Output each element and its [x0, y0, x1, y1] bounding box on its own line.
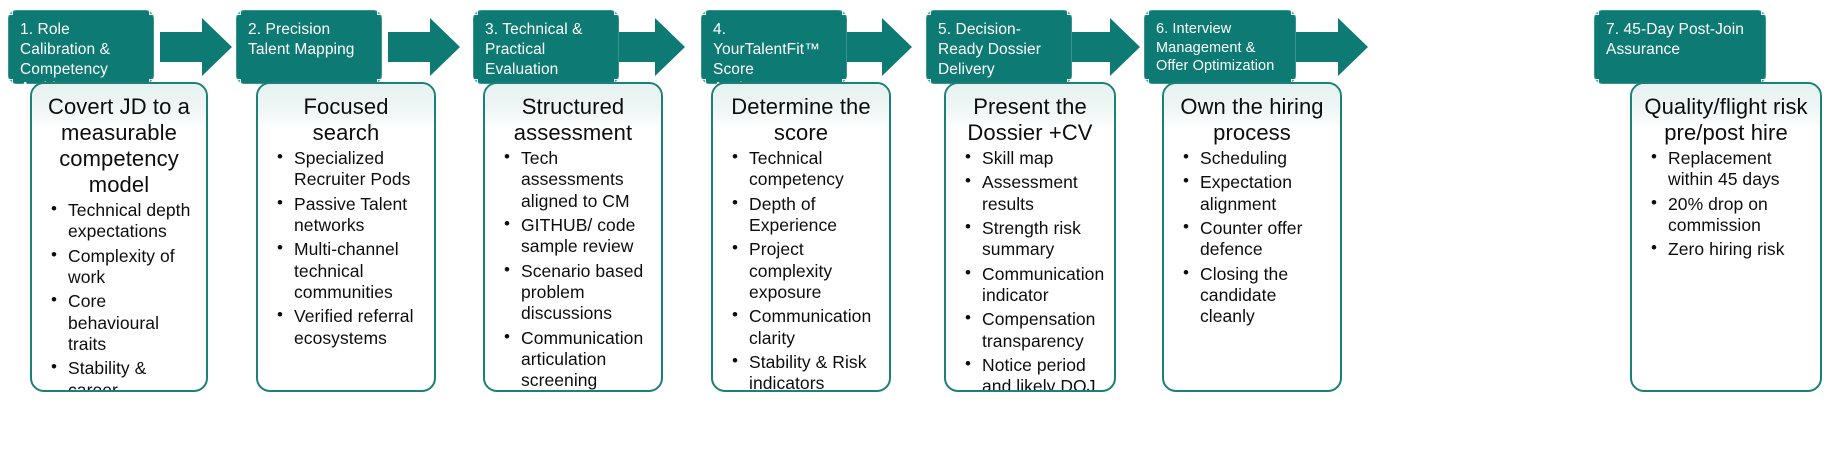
handle-bottom-left	[234, 79, 241, 86]
handle-top-right	[149, 8, 156, 15]
step-1-card[interactable]: Covert JD to a measurable competency mod…	[30, 82, 208, 392]
list-item: Skill map	[965, 147, 1102, 169]
step-1-header[interactable]: 1. Role Calibration & Competency Archite…	[6, 8, 156, 97]
step-4-card[interactable]: Determine the score Technical competency…	[711, 82, 891, 392]
list-item: Technical competency	[732, 147, 877, 191]
step-2-header-label: 2. Precision Talent Mapping	[248, 21, 355, 58]
handle-top-right	[1761, 8, 1768, 15]
step-6-header-label: 6. Interview Management & Offer Optimiza…	[1156, 21, 1275, 75]
handle-bottom-left	[699, 79, 706, 86]
list-item: Passive Talent networks	[277, 193, 422, 237]
list-item: Expectation alignment	[1183, 171, 1328, 215]
step-4-header[interactable]: 4. YourTalentFit™ Score Assignment	[699, 8, 849, 97]
list-item: Zero hiring risk	[1651, 238, 1808, 260]
handle-bottom-left	[1592, 79, 1599, 86]
process-step-5: 5. Decision-Ready Dossier Delivery Prese…	[908, 0, 1138, 460]
list-item: Core behavioural traits	[51, 290, 194, 355]
handle-top-left	[6, 8, 13, 15]
list-item: 20% drop on commission	[1651, 193, 1808, 237]
arrow-5-to-6	[1068, 18, 1140, 76]
step-5-header-label: 5. Decision-Ready Dossier Delivery	[938, 21, 1041, 78]
step-2-heading: Focused search	[303, 94, 389, 145]
list-item: Strength risk summary	[965, 217, 1102, 261]
step-6-header[interactable]: 6. Interview Management & Offer Optimiza…	[1142, 8, 1298, 86]
handle-top-right	[842, 8, 849, 15]
handle-top-right	[614, 8, 621, 15]
list-item: Notice period and likely DOJ	[965, 354, 1102, 390]
process-step-7: 7. 45-Day Post-Join Assurance Quality/fl…	[1560, 0, 1827, 460]
step-7-header[interactable]: 7. 45-Day Post-Join Assurance	[1592, 8, 1768, 86]
handle-top-left	[234, 8, 241, 15]
list-item: Communication articulation screening	[504, 327, 649, 390]
handle-top-right	[377, 8, 384, 15]
list-item: Project complexity exposure	[732, 238, 877, 303]
list-item: Technical depth expectations	[51, 199, 194, 243]
handle-top-left	[471, 8, 478, 15]
handle-bottom-left	[6, 79, 13, 86]
step-2-card[interactable]: Focused search Specialized Recruiter Pod…	[256, 82, 436, 392]
handle-bottom-left	[924, 79, 931, 86]
step-7-bullet-list: Replacement within 45 days 20% drop on c…	[1642, 147, 1810, 261]
list-item: Compensation transparency	[965, 308, 1102, 352]
process-step-3: 3. Technical & Practical Evaluation Stru…	[455, 0, 685, 460]
step-2-bullet-list: Specialized Recruiter Pods Passive Talen…	[268, 147, 424, 349]
step-3-header-label: 3. Technical & Practical Evaluation	[485, 21, 583, 78]
step-1-bullet-list: Technical depth expectations Complexity …	[42, 199, 196, 390]
arrow-4-to-5	[840, 18, 912, 76]
list-item: Scenario based problem discussions	[504, 260, 649, 325]
handle-top-left	[699, 8, 706, 15]
step-1-heading: Covert JD to a measurable competency mod…	[47, 94, 190, 197]
step-6-heading: Own the hiring process	[1180, 94, 1324, 145]
step-3-card[interactable]: Structured assessment Tech assessments a…	[483, 82, 663, 392]
list-item: Communication clarity	[732, 305, 877, 349]
handle-bottom-left	[1142, 79, 1149, 86]
list-item: Scheduling	[1183, 147, 1328, 169]
step-7-heading: Quality/flight risk pre/post hire	[1644, 94, 1808, 145]
list-item: Stability & Risk indicators	[732, 351, 877, 390]
arrow-3-to-4	[613, 18, 685, 76]
list-item: Specialized Recruiter Pods	[277, 147, 422, 191]
handle-top-right	[1291, 8, 1298, 15]
step-4-heading: Determine the score	[731, 94, 871, 145]
step-5-heading: Present the Dossier +CV	[967, 94, 1093, 145]
handle-top-right	[1067, 8, 1074, 15]
arrow-2-to-3	[388, 18, 460, 76]
step-5-card[interactable]: Present the Dossier +CV Skill map Assess…	[944, 82, 1116, 392]
handle-top-left	[1592, 8, 1599, 15]
step-5-bullet-list: Skill map Assessment results Strength ri…	[956, 147, 1104, 390]
list-item: GITHUB/ code sample review	[504, 214, 649, 258]
list-item: Counter offer defence	[1183, 217, 1328, 261]
handle-top-left	[924, 8, 931, 15]
step-3-header[interactable]: 3. Technical & Practical Evaluation	[471, 8, 621, 86]
list-item: Depth of Experience	[732, 193, 877, 237]
step-4-bullet-list: Technical competency Depth of Experience…	[723, 147, 879, 390]
step-3-heading: Structured assessment	[513, 94, 633, 145]
step-2-header[interactable]: 2. Precision Talent Mapping	[234, 8, 384, 86]
handle-top-left	[1142, 8, 1149, 15]
step-3-bullet-list: Tech assessments aligned to CM GITHUB/ c…	[495, 147, 651, 390]
arrow-6-to-7	[1296, 18, 1368, 76]
step-5-header[interactable]: 5. Decision-Ready Dossier Delivery	[924, 8, 1074, 86]
list-item: Closing the candidate cleanly	[1183, 263, 1328, 328]
step-6-bullet-list: Scheduling Expectation alignment Counter…	[1174, 147, 1330, 328]
list-item: Communication indicator	[965, 263, 1104, 307]
list-item: Complexity of work	[51, 245, 194, 289]
list-item: Multi-channel technical communities	[277, 238, 422, 303]
list-item: Stability & career trajectory indicators	[51, 357, 194, 390]
arrow-1-to-2	[160, 18, 232, 76]
step-7-card[interactable]: Quality/flight risk pre/post hire Replac…	[1630, 82, 1822, 392]
handle-bottom-left	[471, 79, 478, 86]
list-item: Verified referral ecosystems	[277, 305, 422, 349]
list-item: Replacement within 45 days	[1651, 147, 1808, 191]
list-item: Tech assessments aligned to CM	[504, 147, 649, 212]
step-7-header-label: 7. 45-Day Post-Join Assurance	[1606, 21, 1745, 58]
list-item: Assessment results	[965, 171, 1102, 215]
step-6-card[interactable]: Own the hiring process Scheduling Expect…	[1162, 82, 1342, 392]
